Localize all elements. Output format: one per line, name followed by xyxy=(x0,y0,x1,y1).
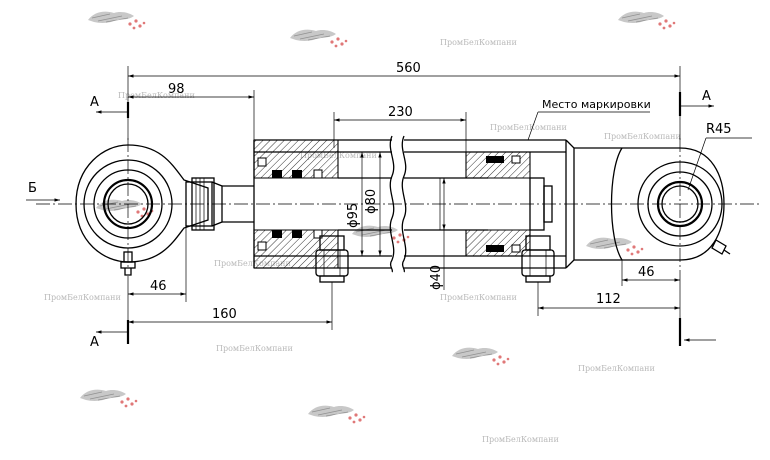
watermark-logo-icon xyxy=(451,347,510,366)
rod-eye-left xyxy=(75,138,209,276)
view-b-label: Б xyxy=(28,181,37,196)
watermark-text: ПромБелКомпани xyxy=(214,259,291,268)
watermark-logo-icon xyxy=(307,405,366,424)
marking-place-label: Место маркировки xyxy=(542,98,651,111)
dim-rod-eye-offset: 98 xyxy=(168,82,185,97)
dim-rod-diameter: ϕ40 xyxy=(429,265,444,290)
section-a-label-bottom-left: А xyxy=(90,335,99,350)
section-a-label-top-right: А xyxy=(702,89,711,104)
cylinder-barrel xyxy=(253,135,575,273)
watermark-text: ПромБелКомпани xyxy=(578,364,655,373)
watermark-text: ПромБелКомпани xyxy=(440,293,517,302)
base-eye-right xyxy=(574,138,731,272)
watermark-logo-icon xyxy=(79,389,138,408)
section-a-label-top-left: А xyxy=(90,95,99,110)
section-markers: А А А Б xyxy=(26,89,716,350)
dim-stroke-section: 230 xyxy=(388,105,413,120)
dim-left-eye-width: 46 xyxy=(150,279,167,294)
watermark-logo-icon xyxy=(87,11,146,30)
watermark-logo-icon xyxy=(289,29,348,48)
dim-bore-outer: ϕ95 xyxy=(346,203,361,228)
watermark-text: ПромБелКомпани xyxy=(44,293,121,302)
watermark-logo-icon xyxy=(617,11,676,30)
port-right xyxy=(521,235,555,283)
watermark-text: ПромБелКомпани xyxy=(440,38,517,47)
dim-eye-radius: R45 xyxy=(706,122,732,137)
dim-bore-inner: ϕ80 xyxy=(364,189,379,214)
watermark-text: ПромБелКомпани xyxy=(604,132,681,141)
dimension-lines: 560 98 230 Место маркировки R45 ϕ95 ϕ80 … xyxy=(127,61,752,330)
dim-rod-end-to-port: 160 xyxy=(212,307,237,322)
dim-port-to-eye: 112 xyxy=(596,292,621,307)
watermark-layer: ПромБелКомпани ПромБелКомпани ПромБелКом… xyxy=(44,11,681,444)
watermark-text: ПромБелКомпани xyxy=(216,344,293,353)
dim-overall-length: 560 xyxy=(396,61,421,76)
rod-neck xyxy=(185,177,223,231)
watermark-text: ПромБелКомпани xyxy=(490,123,567,132)
dim-right-eye-width: 46 xyxy=(638,265,655,280)
watermark-text: ПромБелКомпани xyxy=(482,435,559,444)
